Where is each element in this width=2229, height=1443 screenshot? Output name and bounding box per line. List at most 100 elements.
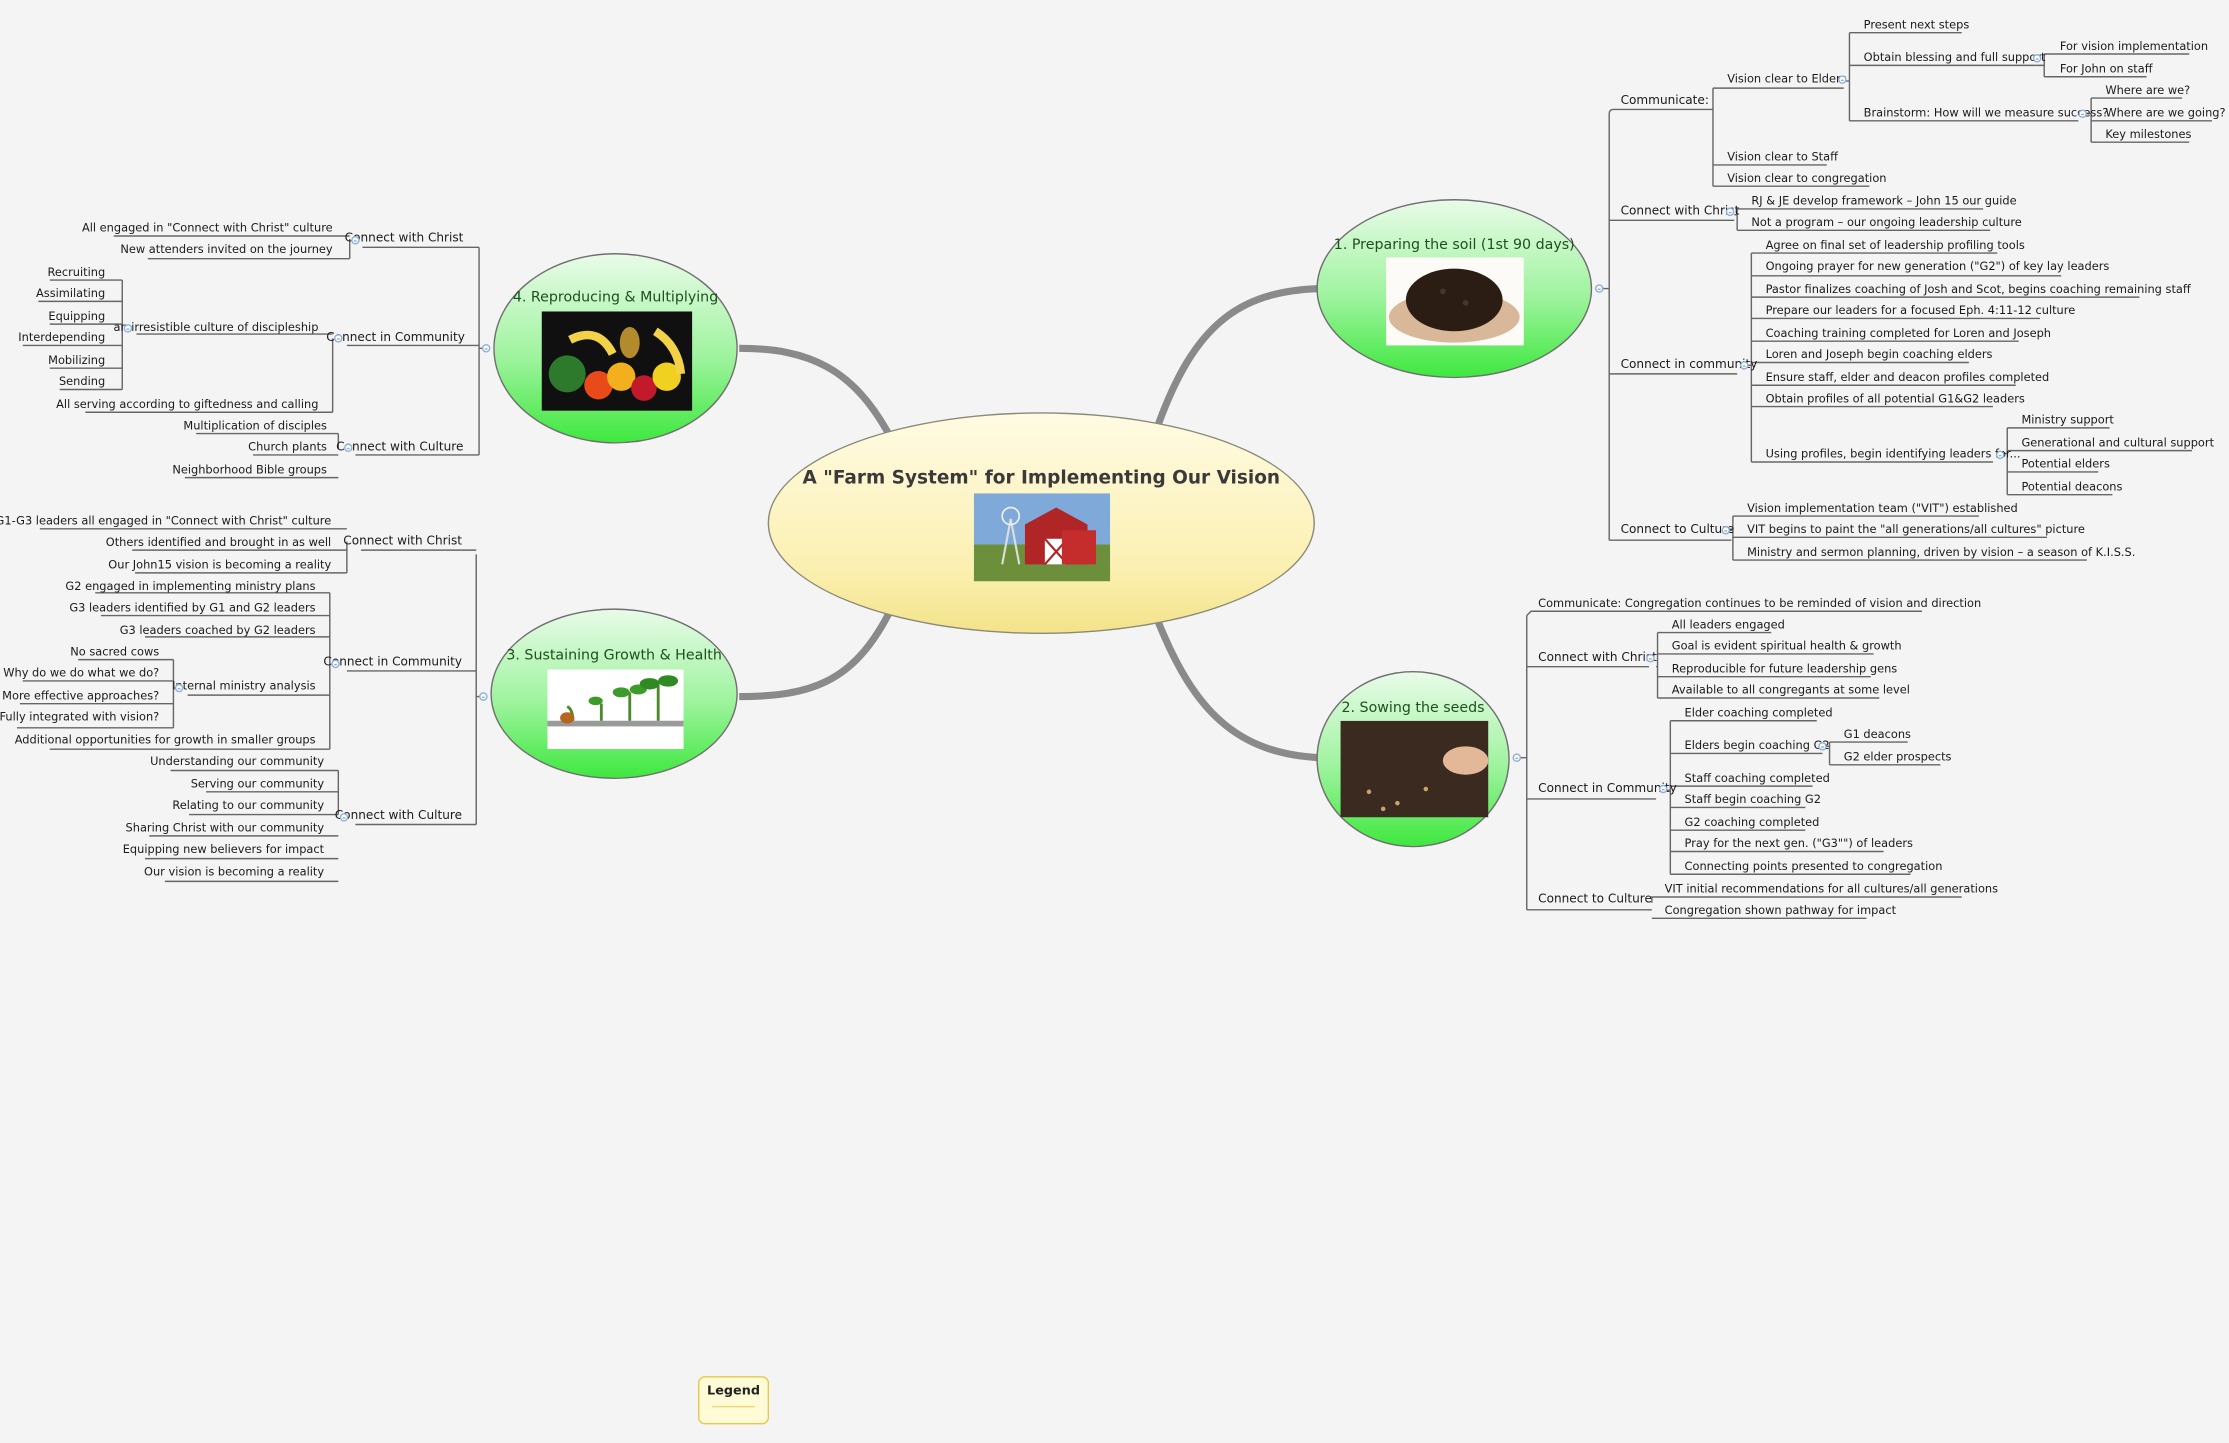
b4-mobilizing[interactable]: Mobilizing (48, 353, 106, 367)
b3-g1g3[interactable]: G1-G3 leaders all engaged in "Connect wi… (0, 514, 332, 528)
b4-connect-culture[interactable]: Connect with Culture (336, 440, 464, 455)
b3-more-effective[interactable]: More effective approaches? (2, 689, 160, 703)
b1-obtain-blessing[interactable]: Obtain blessing and full support (1863, 51, 2046, 64)
b2-connect-christ[interactable]: Connect with Christ (1538, 651, 1657, 666)
b4-multiplication[interactable]: Multiplication of disciples (183, 419, 327, 433)
b1-ministry-support[interactable]: Ministry support (2021, 413, 2114, 427)
b1-for-john[interactable]: For John on staff (2059, 62, 2153, 76)
b2-staff-coaching[interactable]: Staff coaching completed (1684, 771, 1830, 785)
b1-gen-cultural[interactable]: Generational and cultural support (2021, 436, 2215, 450)
b1-ministry-sermon[interactable]: Ministry and sermon planning, driven by … (1747, 545, 2136, 559)
collapse-toggle[interactable] (1739, 361, 1749, 370)
collapse-toggle[interactable] (123, 324, 133, 333)
b3-connect-community[interactable]: Connect in Community (323, 655, 463, 670)
b2-reproducible[interactable]: Reproducible for future leadership gens (1671, 662, 1898, 676)
b1-for-vision-impl[interactable]: For vision implementation (2059, 39, 2209, 53)
b3-sharing[interactable]: Sharing Christ with our community (125, 821, 325, 835)
b2-g1-deacons[interactable]: G1 deacons (1843, 727, 1911, 741)
b3-connect-christ[interactable]: Connect with Christ (343, 534, 463, 549)
collapse-toggle[interactable] (174, 683, 184, 693)
b4-connect-community[interactable]: Connect in Community (326, 331, 465, 346)
topic-reproducing-multiplying[interactable]: 4. Reproducing & Multiplying (493, 253, 738, 444)
b3-vision-reality[interactable]: Our vision is becoming a reality (144, 865, 325, 879)
b4-new-attenders[interactable]: New attenders invited on the journey (120, 243, 333, 256)
b1-agree-final[interactable]: Agree on final set of leadership profili… (1765, 238, 2025, 252)
b1-ensure-staff[interactable]: Ensure staff, elder and deacon profiles … (1765, 371, 2050, 384)
collapse-toggle[interactable] (2032, 54, 2042, 63)
b3-g3-identified[interactable]: G3 leaders identified by G1 and G2 leade… (69, 601, 316, 615)
b1-vision-elders[interactable]: Vision clear to Elders (1727, 72, 1847, 86)
collapse-toggle[interactable] (339, 813, 349, 822)
b3-no-sacred[interactable]: No sacred cows (70, 645, 160, 659)
b2-communicate[interactable]: Communicate: Congregation continues to b… (1538, 597, 1982, 610)
collapse-toggle[interactable] (1721, 525, 1731, 535)
b3-why-do[interactable]: Why do we do what we do? (3, 666, 160, 680)
collapse-toggle[interactable] (1838, 75, 1847, 84)
b2-connecting-points[interactable]: Connecting points presented to congregat… (1684, 860, 1943, 873)
b1-vision-staff[interactable]: Vision clear to Staff (1727, 150, 1838, 164)
b1-where-going[interactable]: Where are we going? (2105, 106, 2226, 120)
b2-connect-culture[interactable]: Connect to Culture (1538, 892, 1652, 907)
b2-connect-community[interactable]: Connect in Community (1538, 781, 1677, 797)
b3-relating[interactable]: Relating to our community (172, 798, 325, 812)
b4-church-plants[interactable]: Church plants (248, 440, 327, 454)
b4-connect-christ[interactable]: Connect with Christ (344, 231, 464, 246)
b2-pray-next[interactable]: Pray for the next gen. ("G3"") of leader… (1684, 837, 1913, 851)
b1-pastor-finalizes[interactable]: Pastor finalizes coaching of Josh and Sc… (1765, 282, 2191, 296)
b1-communicate[interactable]: Communicate: (1620, 93, 1709, 109)
b3-additional[interactable]: Additional opportunities for growth in s… (14, 733, 316, 747)
b3-john15[interactable]: Our John15 vision is becoming a reality (108, 558, 332, 572)
central-topic[interactable]: A "Farm System" for Implementing Our Vis… (767, 412, 1315, 635)
collapse-toggle[interactable] (1725, 207, 1735, 217)
b2-g2-coaching[interactable]: G2 coaching completed (1684, 815, 1820, 829)
b3-others-identified[interactable]: Others identified and brought in as well (105, 535, 332, 549)
b3-serving[interactable]: Serving our community (190, 777, 325, 791)
b3-internal-analysis[interactable]: Internal ministry analysis (172, 679, 316, 693)
collapse-toggle-b4[interactable] (481, 344, 491, 353)
b1-potential-deacons[interactable]: Potential deacons (2021, 480, 2123, 494)
collapse-toggle-b2[interactable] (1512, 753, 1522, 762)
b4-irresistible[interactable]: an irresistible culture of discipleship (113, 321, 319, 335)
b3-g2-engaged[interactable]: G2 engaged in implementing ministry plan… (65, 579, 316, 593)
b2-vit-initial[interactable]: VIT initial recommendations for all cult… (1664, 882, 1999, 896)
b1-where-are-we[interactable]: Where are we? (2105, 83, 2191, 97)
collapse-toggle[interactable] (331, 659, 340, 669)
b4-equipping[interactable]: Equipping (48, 309, 106, 323)
b1-rj-je[interactable]: RJ & JE develop framework – John 15 our … (1751, 194, 2017, 208)
b2-elders-begin[interactable]: Elders begin coaching G2 (1684, 739, 1830, 753)
b2-all-leaders[interactable]: All leaders engaged (1671, 618, 1785, 632)
b3-g3-coached[interactable]: G3 leaders coached by G2 leaders (119, 624, 316, 637)
b2-goal-evident[interactable]: Goal is evident spiritual health & growt… (1671, 639, 1902, 653)
collapse-toggle[interactable] (1658, 784, 1668, 794)
b4-recruiting[interactable]: Recruiting (47, 265, 106, 279)
collapse-toggle[interactable] (344, 443, 353, 453)
b1-connect-culture[interactable]: Connect to Culture (1620, 523, 1735, 538)
b4-sending[interactable]: Sending (58, 375, 106, 389)
b1-present-next-steps[interactable]: Present next steps (1863, 18, 1970, 32)
b1-loren-joseph[interactable]: Loren and Joseph begin coaching elders (1765, 348, 1993, 362)
b1-potential-elders[interactable]: Potential elders (2021, 457, 2110, 471)
b4-interdepending[interactable]: Interdepending (18, 331, 106, 345)
topic-preparing-soil[interactable]: 1. Preparing the soil (1st 90 days) (1316, 199, 1593, 379)
b3-equipping-new[interactable]: Equipping new believers for impact (122, 842, 325, 856)
b1-coaching-training[interactable]: Coaching training completed for Loren an… (1765, 326, 2052, 340)
b1-vit-established[interactable]: Vision implementation team ("VIT") estab… (1747, 501, 2018, 515)
collapse-toggle-b3[interactable] (479, 692, 488, 701)
b1-brainstorm[interactable]: Brainstorm: How will we measure success? (1863, 106, 2109, 120)
b1-using-profiles[interactable]: Using profiles, begin identifying leader… (1765, 447, 2021, 461)
b1-obtain-profiles[interactable]: Obtain profiles of all potential G1&G2 l… (1765, 392, 2025, 406)
b1-key-milestones[interactable]: Key milestones (2105, 127, 2192, 141)
b4-all-serving[interactable]: All serving according to giftedness and … (56, 398, 319, 411)
b3-understanding[interactable]: Understanding our community (150, 754, 325, 768)
collapse-toggle[interactable] (1818, 742, 1827, 751)
b1-vision-congregation[interactable]: Vision clear to congregation (1727, 172, 1887, 185)
b2-g2-elder[interactable]: G2 elder prospects (1843, 750, 1952, 764)
b2-congregation-shown[interactable]: Congregation shown pathway for impact (1664, 904, 1897, 917)
b1-connect-community[interactable]: Connect in community (1620, 358, 1758, 373)
b3-connect-culture[interactable]: Connect with Culture (334, 808, 463, 824)
b1-prepare-leaders[interactable]: Prepare our leaders for a focused Eph. 4… (1765, 304, 2076, 318)
b2-available[interactable]: Available to all congregants at some lev… (1671, 683, 1910, 697)
b1-not-program[interactable]: Not a program – our ongoing leadership c… (1751, 216, 2022, 229)
collapse-toggle[interactable] (1646, 653, 1655, 663)
collapse-toggle[interactable] (351, 235, 360, 245)
